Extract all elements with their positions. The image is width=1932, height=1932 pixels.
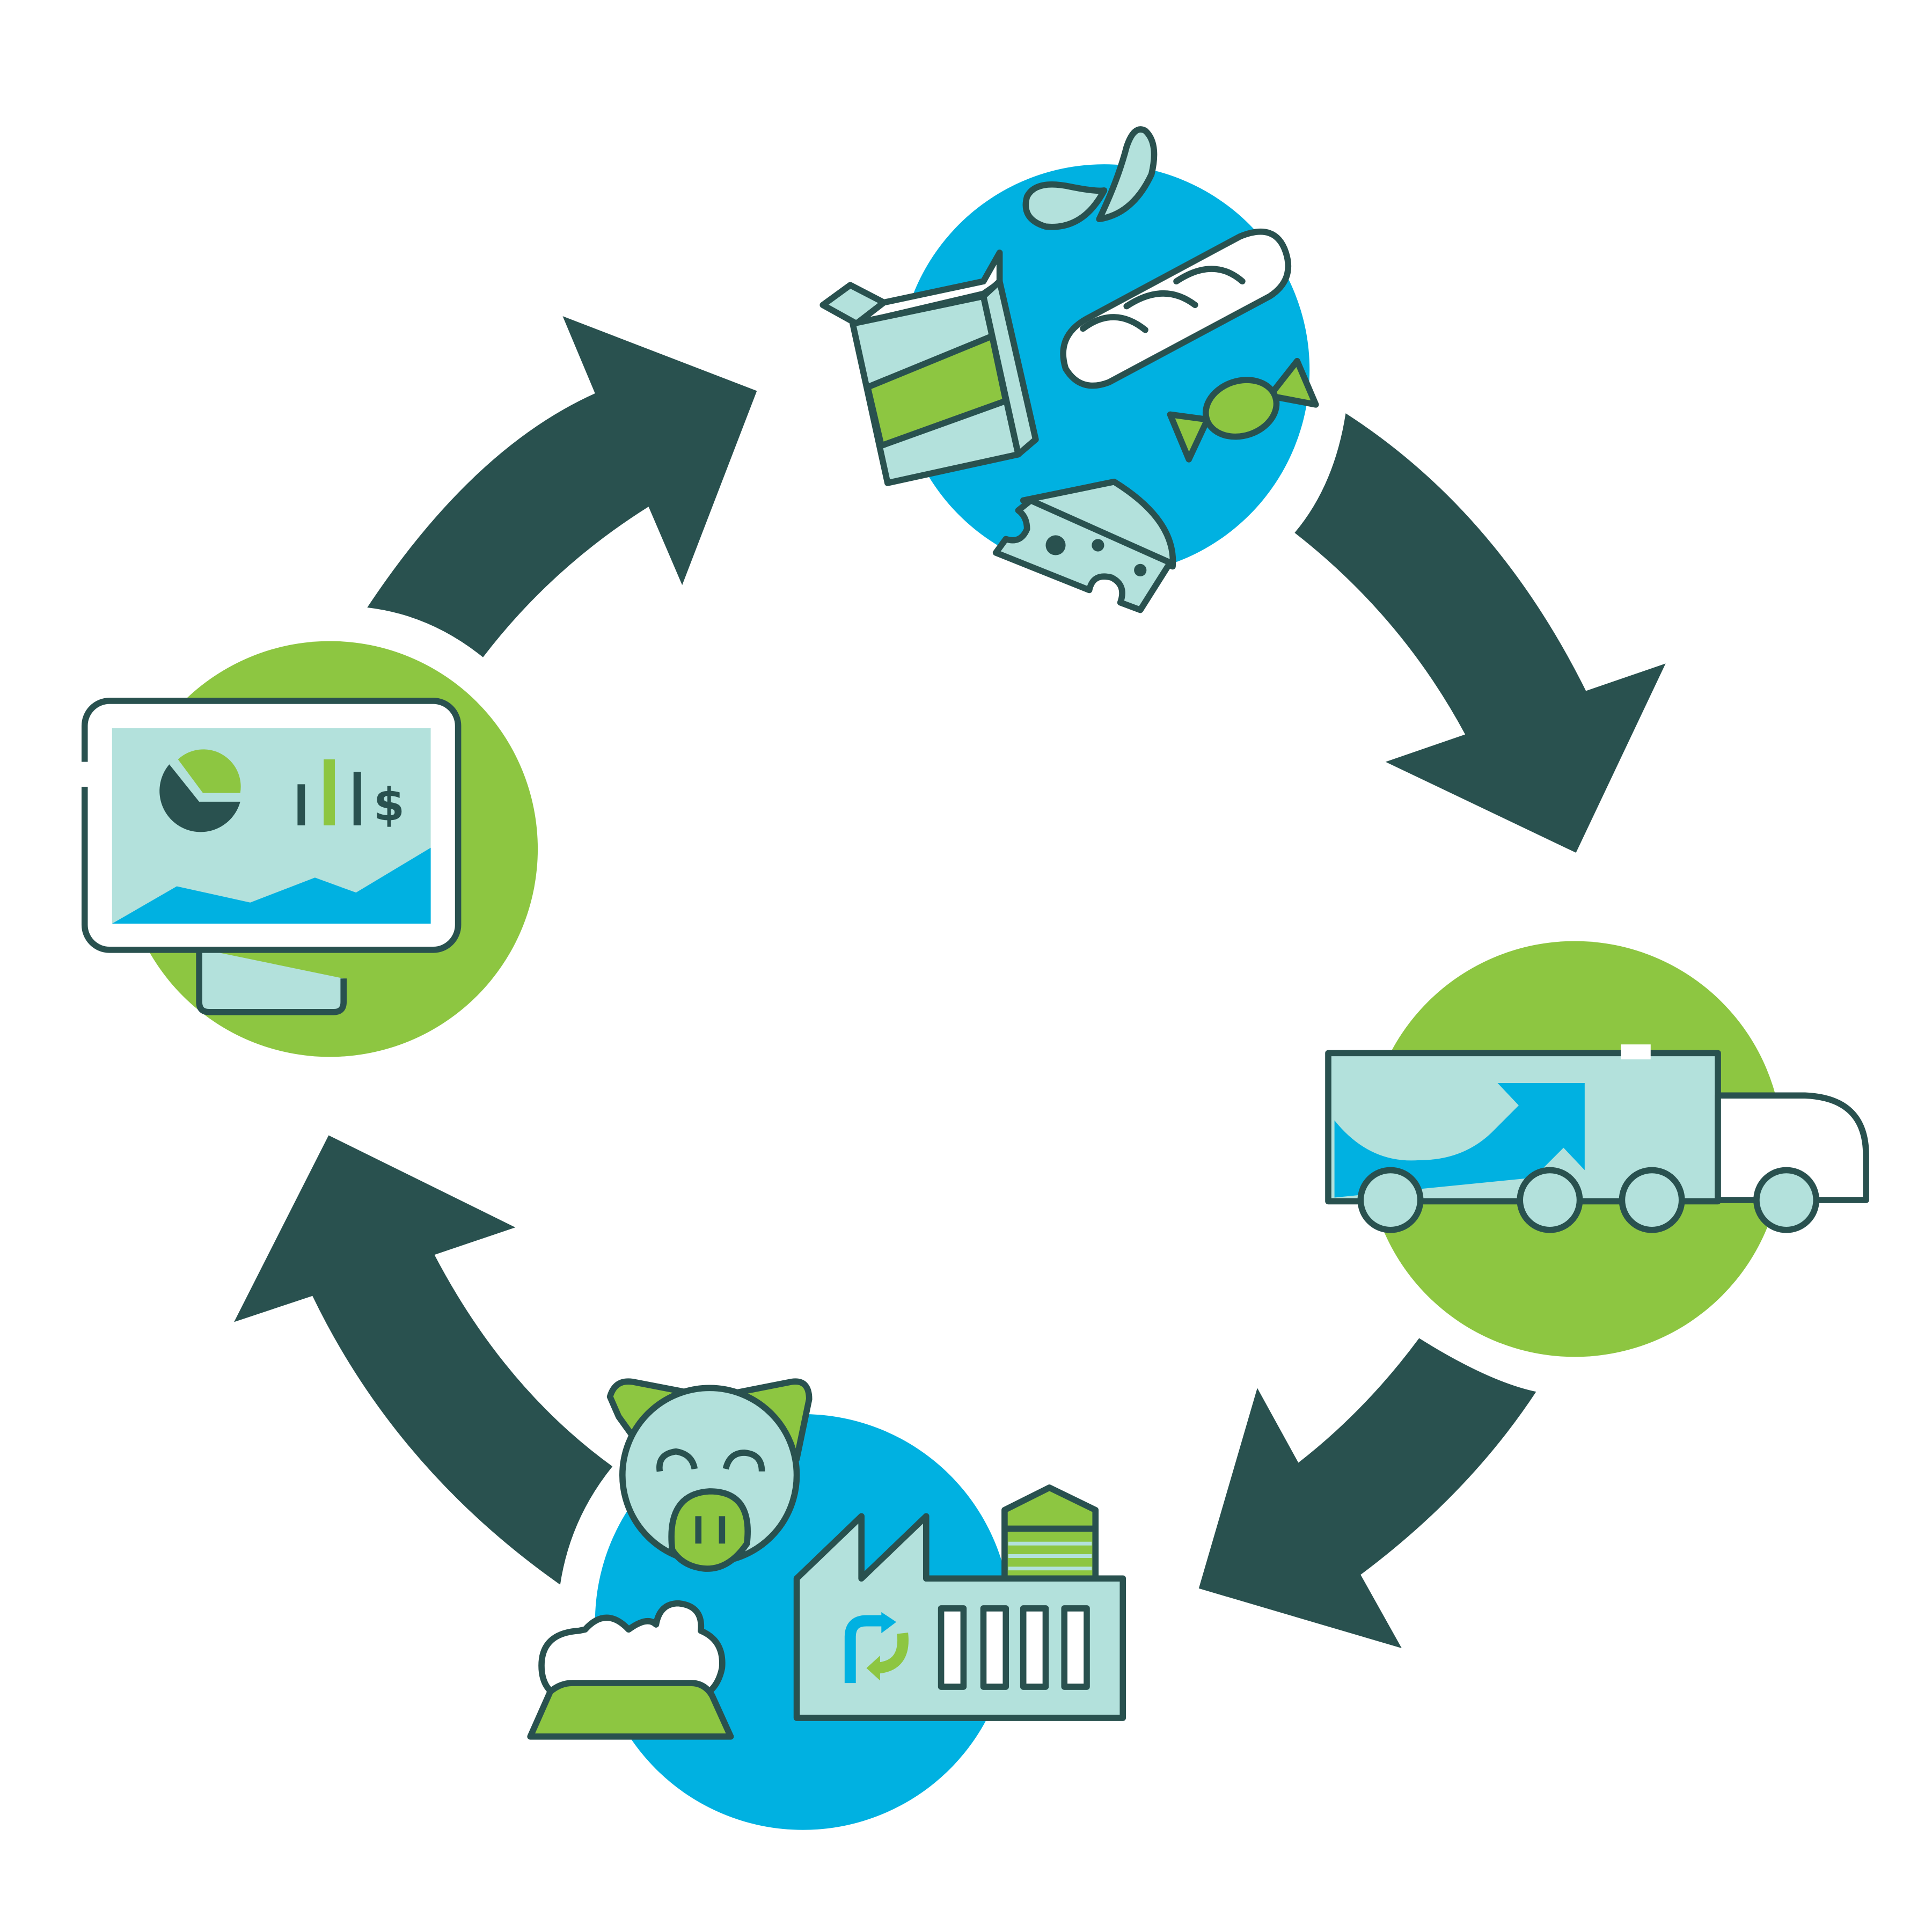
arrow-recycling-to-analytics <box>234 1135 613 1585</box>
pig-icon <box>606 1378 813 1572</box>
dollar-sign: $ <box>374 779 405 831</box>
bar-2 <box>324 759 335 825</box>
truck-wheel-3 <box>1619 1167 1685 1233</box>
truck-cab <box>1715 1092 1869 1203</box>
delivery-truck-icon <box>1325 1044 1869 1233</box>
bar-1 <box>297 784 305 825</box>
cloud-icon <box>538 1600 726 1705</box>
monitor-stand <box>196 948 347 1015</box>
truck-wheel-4 <box>1753 1167 1820 1233</box>
arrow-food-to-transport <box>1294 413 1666 853</box>
truck-wheel-1 <box>1357 1167 1424 1233</box>
pie-chart-dark <box>159 764 240 832</box>
arrow-analytics-to-food <box>367 316 757 657</box>
pig-factory-recycle-icon <box>527 1378 1126 1740</box>
food-items-icon <box>819 126 1319 613</box>
arrow-transport-to-recycling <box>1198 1338 1536 1649</box>
factory-icon <box>793 1484 1126 1721</box>
feed-trough-icon <box>527 1680 734 1740</box>
baguette-icon <box>1060 229 1292 389</box>
candy-icon <box>1167 357 1319 463</box>
leaf-icon <box>1022 181 1108 230</box>
monitor-chart-icon: $ <box>77 698 462 1015</box>
cycle-arrows <box>234 316 1666 1649</box>
recycle-icon <box>844 1615 884 1684</box>
screen-area-chart <box>112 847 431 924</box>
milk-carton-icon <box>819 250 1039 486</box>
bar-3 <box>353 772 361 825</box>
cheese-icon <box>992 478 1176 613</box>
pie-chart-green <box>178 749 241 793</box>
leaf-icon-2 <box>1096 126 1158 223</box>
truck-wheel-2 <box>1517 1167 1583 1233</box>
